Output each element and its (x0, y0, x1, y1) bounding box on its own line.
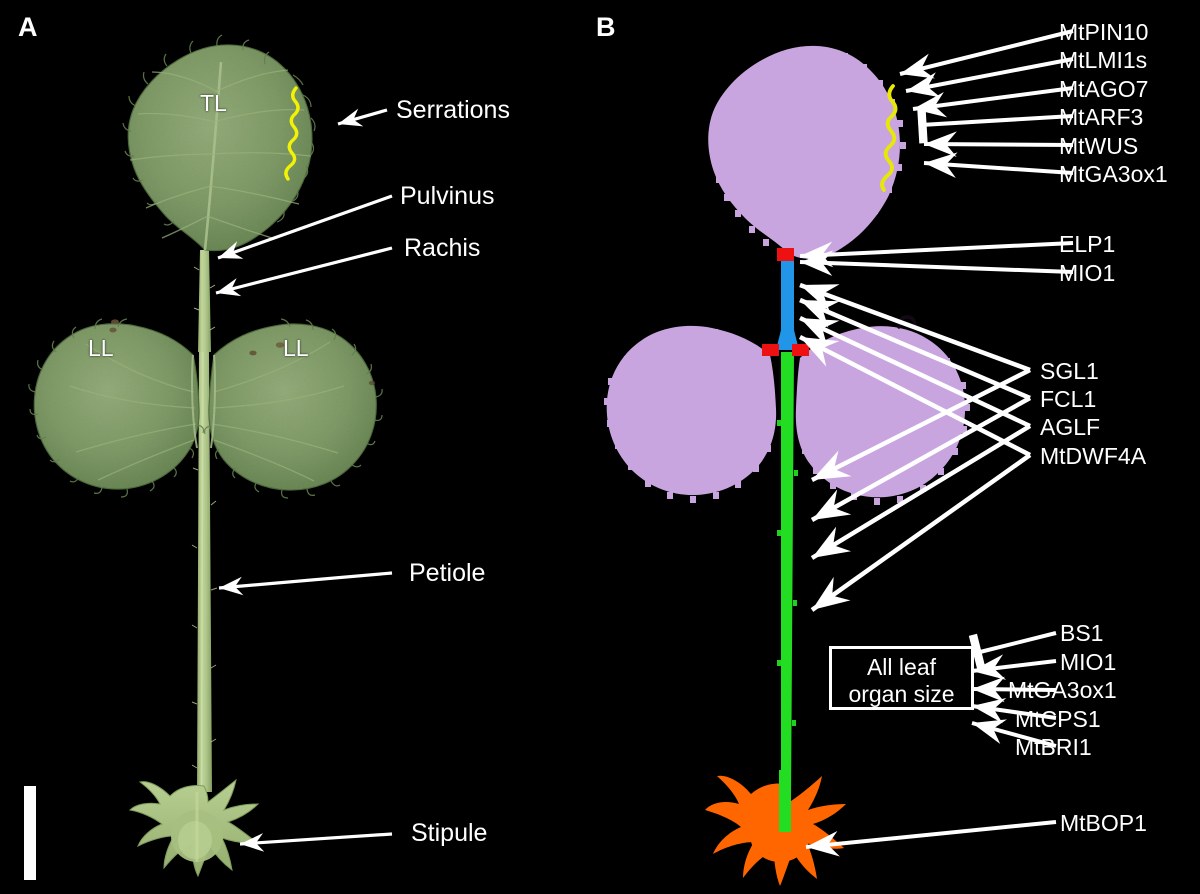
arrow-elp1 (799, 241, 1074, 268)
photo-rachis (193, 250, 216, 352)
rachis-petiole-gene-arrows (798, 282, 1032, 612)
gene-label-mtdwf4a: MtDWF4A (1040, 443, 1147, 469)
panel-a-leaders (215, 108, 393, 852)
arrow-fcl1-return (810, 396, 1032, 522)
gene-label-mtga3ox1-size: MtGA3ox1 (1008, 677, 1117, 703)
schematic-right-lateral-leaflet (795, 326, 966, 498)
schematic-stipule (705, 770, 846, 886)
annotation-petiole: Petiole (409, 559, 486, 587)
arrow-mtdwf4a-return (810, 453, 1032, 612)
gene-label-aglf: AGLF (1040, 414, 1101, 440)
scale-bar (24, 786, 36, 880)
arrow-bs1 (968, 631, 1057, 672)
annotation-stipule: Stipule (411, 819, 488, 847)
gene-label-mtbri1: MtBRI1 (1015, 734, 1092, 760)
schematic-terminal-pulvinus (777, 248, 794, 261)
photo-stipule (128, 778, 260, 878)
arrow-sgl1 (799, 282, 1031, 373)
gene-label-elp1: ELP1 (1059, 231, 1116, 257)
gene-label-mtbop1: MtBOP1 (1060, 810, 1147, 836)
stipule-gene-arrow (805, 820, 1057, 857)
arrow-mio1-pulvinus (799, 250, 1074, 276)
gene-label-mtwus: MtWUS (1059, 133, 1139, 159)
gene-label-mtlmi1s: MtLMI1s (1059, 47, 1148, 73)
photo-terminal-leaflet (122, 34, 316, 252)
arrow-aglf (799, 315, 1031, 429)
organ-size-box-line2: organ size (848, 681, 955, 708)
schematic-rachis (781, 258, 794, 350)
annotation-serrations: Serrations (396, 96, 510, 124)
arrow-mio1-size (971, 654, 1057, 680)
annotation-pulvinus: Pulvinus (400, 182, 495, 210)
panel-b-letter: B (596, 12, 616, 42)
schematic-artifact-mark (897, 315, 922, 332)
arrow-mtlmi1s (905, 57, 1074, 98)
gene-label-mtga3ox1-serration: MtGA3ox1 (1059, 161, 1168, 187)
gene-label-mio1-size: MIO1 (1060, 649, 1117, 675)
pulvinus-gene-arrows (799, 241, 1074, 276)
organ-size-box-line1: All leaf (866, 654, 937, 680)
gene-label-mtpin10: MtPIN10 (1059, 19, 1149, 45)
arrow-mtarf3 (917, 106, 1074, 144)
leaflet-tag-ll-right: LL (283, 335, 309, 361)
arrow-mtga3ox1-serr (923, 152, 1074, 178)
arrow-mtbop1 (805, 820, 1057, 857)
annotation-rachis: Rachis (404, 234, 481, 262)
gene-label-mtcps1: MtCPS1 (1015, 706, 1101, 732)
all-leaf-organ-size-box: All leaf organ size (829, 646, 974, 710)
photo-left-lateral-leaflet (28, 318, 204, 498)
leaflet-tag-ll-left: LL (88, 335, 114, 361)
schematic-left-lateral-leaflet (606, 325, 777, 496)
gene-label-fcl1: FCL1 (1040, 386, 1097, 412)
serration-highlight-line-a (284, 86, 300, 181)
arrow-mtpin10 (899, 29, 1074, 79)
schematic-left-pulvinus (762, 344, 779, 356)
arrow-aglf-return (810, 424, 1032, 560)
arrow-sgl1-return (810, 367, 1032, 483)
gene-label-sgl1: SGL1 (1040, 358, 1099, 384)
schematic-right-pulvinus (792, 344, 809, 356)
schematic-terminal-leaflet (708, 45, 900, 259)
gene-label-bs1: BS1 (1060, 620, 1104, 646)
serration-gene-arrows (899, 29, 1074, 178)
gene-label-mio1-pulvinus: MIO1 (1059, 260, 1116, 286)
arrow-mtwus (923, 131, 1074, 158)
gene-label-mtarf3: MtARF3 (1059, 104, 1144, 130)
gene-label-mtago7: MtAGO7 (1059, 76, 1149, 102)
arrow-fcl1 (799, 297, 1031, 401)
schematic-petiole (781, 352, 794, 800)
arrow-mtdwf4a (798, 334, 1032, 458)
serration-highlight-line-b (880, 84, 898, 192)
arrow-mtago7 (912, 86, 1074, 118)
leaflet-tag-tl: TL (200, 90, 227, 116)
panel-a-letter: A (18, 12, 38, 42)
photo-petiole (191, 351, 218, 792)
